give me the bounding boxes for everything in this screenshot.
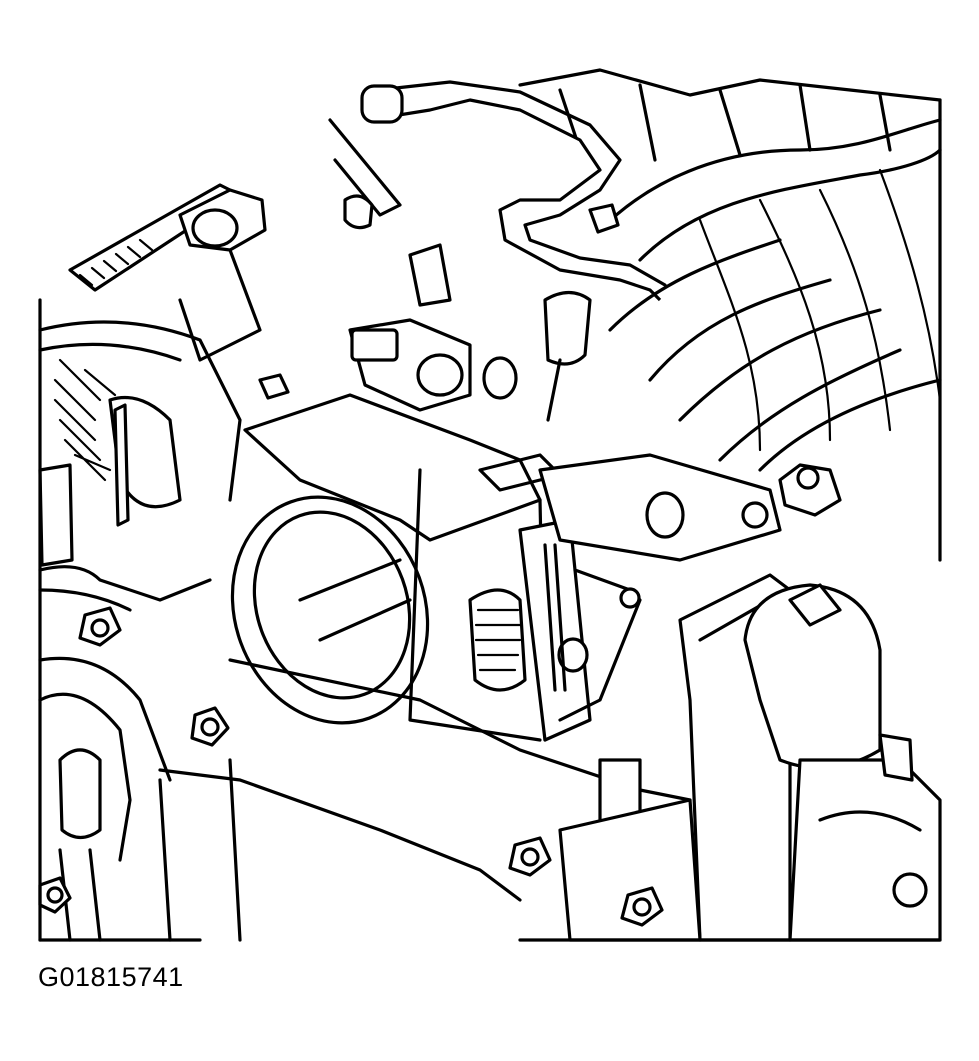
- intake-manifold: [518, 68, 942, 562]
- bolt: [38, 194, 664, 927]
- throttle-body: [230, 393, 562, 742]
- engine-block-lower: [38, 656, 702, 942]
- egr-valve: [678, 573, 942, 942]
- pulley-assembly: [38, 320, 242, 612]
- sensor-bracket-upper-left: [68, 183, 267, 362]
- vacuum-hose: [328, 80, 667, 422]
- frame-edges: [38, 298, 942, 942]
- engine-illustration: [38, 68, 942, 942]
- map-sensor: [348, 318, 518, 412]
- fuel-rail: [538, 453, 842, 562]
- figure-id-label: G01815741: [38, 962, 184, 992]
- throttle-linkage: [468, 518, 642, 742]
